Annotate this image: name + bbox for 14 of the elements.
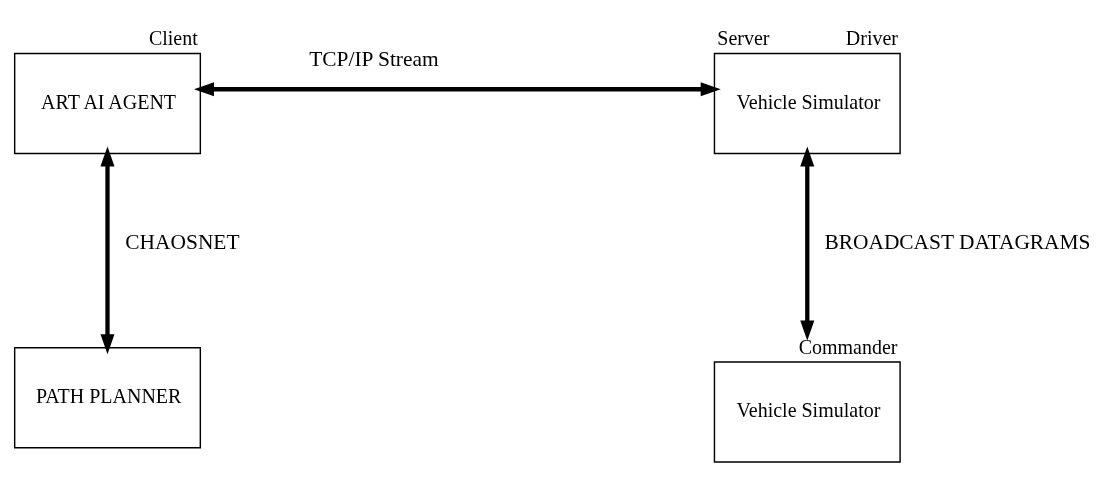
edge-label: BROADCAST DATAGRAMS — [824, 229, 1091, 254]
node-box: ART AI AGENT — [13, 52, 202, 154]
node-label: Server — [717, 26, 770, 49]
arrow — [193, 81, 721, 96]
node-box: Vehicle Simulator — [713, 52, 901, 154]
node-label: Driver — [845, 26, 899, 49]
node-box: Vehicle Simulator — [713, 360, 901, 463]
arrow — [100, 145, 115, 354]
edge-label: TCP/IP Stream — [309, 46, 439, 71]
node-label: Commander — [798, 335, 898, 358]
edge-label: CHAOSNET — [125, 229, 240, 254]
arrow — [800, 145, 815, 341]
node-label: Client — [148, 26, 198, 49]
node-box: PATH PLANNER — [13, 346, 202, 448]
